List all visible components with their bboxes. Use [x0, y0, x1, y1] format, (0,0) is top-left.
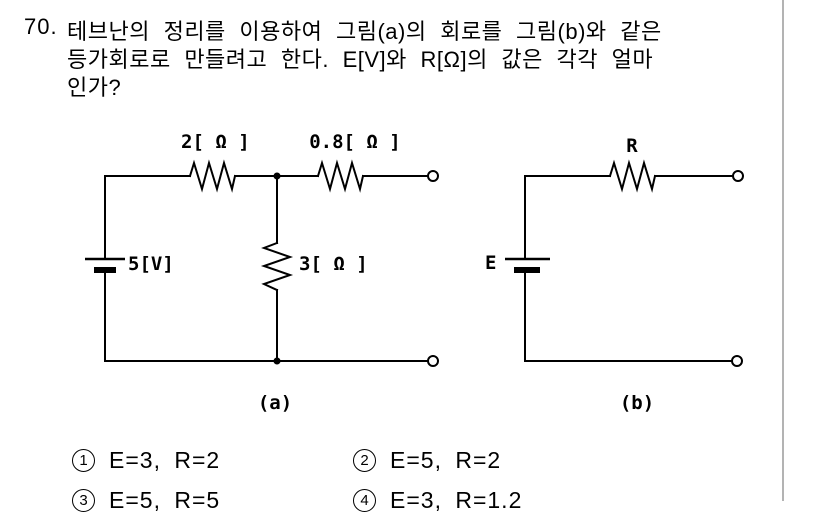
choice-2-text: E=5, R=2 — [390, 447, 502, 473]
answer-choice-2: 2 E=5, R=2 — [353, 447, 501, 474]
question-line-3: 인가? — [67, 75, 122, 100]
resistor-R — [608, 159, 657, 193]
choice-2-number: 2 — [353, 449, 376, 472]
page-column-divider — [782, 0, 784, 501]
answer-choice-3: 3 E=5, R=5 — [72, 487, 220, 514]
terminal-b-bottom — [731, 355, 743, 367]
label-resistor-R: R — [626, 135, 638, 157]
circuit-b — [505, 159, 744, 367]
question-line-2: 등가회로로 만들려고 한다. E[V]와 R[Ω]의 값은 각각 얼마 — [67, 47, 654, 72]
label-source-5v: 5[V] — [128, 253, 174, 275]
node-a-bottom — [273, 357, 281, 365]
choice-4-number: 4 — [353, 489, 376, 512]
label-resistor-0p8ohm: 0.8[ Ω ] — [309, 131, 401, 153]
resistor-0p8ohm — [316, 159, 365, 193]
answer-choice-1: 1 E=3, R=2 — [72, 447, 220, 474]
node-a-top — [273, 172, 281, 180]
caption-circuit-a: (a) — [257, 392, 293, 414]
terminal-a-top — [427, 170, 439, 182]
terminal-a-bottom — [427, 355, 439, 367]
choice-3-text: E=5, R=5 — [109, 487, 221, 513]
label-source-E: E — [485, 252, 497, 274]
caption-circuit-b: (b) — [619, 392, 655, 414]
choice-1-text: E=3, R=2 — [109, 447, 221, 473]
answer-choice-4: 4 E=3, R=1.2 — [353, 487, 522, 514]
circuit-a — [85, 159, 439, 367]
resistor-2ohm — [188, 159, 237, 193]
choice-1-number: 1 — [72, 449, 95, 472]
choice-4-text: E=3, R=1.2 — [390, 487, 523, 513]
resistor-3ohm — [260, 241, 294, 292]
question-line-1: 테브난의 정리를 이용하여 그림(a)의 회로를 그림(b)와 같은 — [67, 19, 662, 44]
terminal-b-top — [732, 170, 744, 182]
choice-3-number: 3 — [72, 489, 95, 512]
question-number: 70. — [24, 14, 58, 39]
label-resistor-3ohm: 3[ Ω ] — [299, 253, 368, 275]
label-resistor-2ohm: 2[ Ω ] — [181, 131, 250, 153]
